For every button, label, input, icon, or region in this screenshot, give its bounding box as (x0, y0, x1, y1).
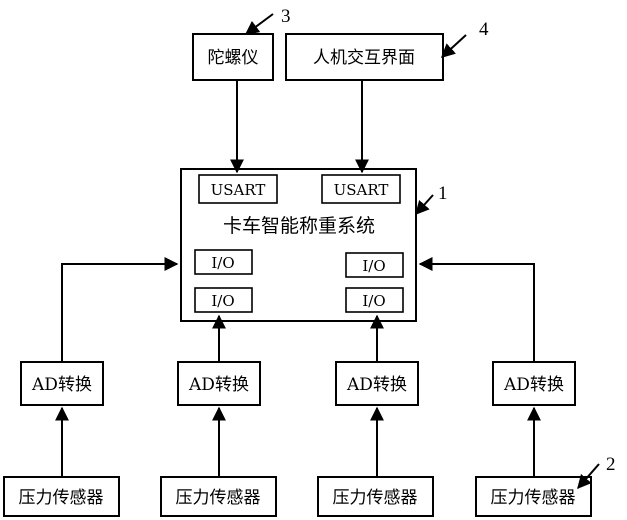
ad1-to-io-arrow (62, 264, 177, 362)
ad-converter-label: AD转换 (188, 375, 249, 395)
pressure-sensor-2: 压力传感器 (161, 477, 276, 516)
ad4-to-io-arrow (420, 264, 534, 362)
ad-converter-4: AD转换 (493, 362, 575, 405)
hmi-node: 人机交互界面 (286, 34, 443, 80)
io-top-right-label: I/O (362, 257, 385, 275)
system-title: 卡车智能称重系统 (223, 215, 375, 237)
io-bottom-left-label: I/O (211, 292, 234, 310)
pressure-sensor-4: 压力传感器 (476, 477, 591, 516)
hmi-label: 人机交互界面 (313, 48, 415, 68)
weighing-system-node: USART USART 卡车智能称重系统 I/O I/O I/O I/O (181, 169, 416, 321)
gyroscope-node: 陀螺仪 (193, 34, 273, 80)
gyroscope-label: 陀螺仪 (208, 48, 259, 68)
ad-converter-3: AD转换 (336, 362, 418, 405)
callout-4: 4 (479, 19, 489, 40)
pressure-sensor-label: 压力传感器 (176, 488, 261, 508)
io-top-left-label: I/O (211, 254, 234, 272)
ad-converter-label: AD转换 (346, 375, 407, 395)
callout-4-arrow (442, 35, 466, 57)
ad-converter-2: AD转换 (178, 362, 260, 405)
ad-converter-label: AD转换 (503, 375, 564, 395)
usart-right-label: USART (334, 181, 389, 199)
pressure-sensor-label: 压力传感器 (19, 488, 104, 508)
callout-1: 1 (438, 183, 448, 204)
io-bottom-right-label: I/O (362, 292, 385, 310)
usart-left-label: USART (211, 181, 266, 199)
pressure-sensor-1: 压力传感器 (4, 477, 119, 516)
callout-3: 3 (281, 6, 291, 27)
pressure-sensor-3: 压力传感器 (318, 477, 433, 516)
callout-2: 2 (606, 454, 616, 475)
pressure-sensor-label: 压力传感器 (491, 488, 576, 508)
callout-1-arrow (416, 195, 433, 214)
callout-3-arrow (246, 14, 273, 34)
pressure-sensor-label: 压力传感器 (333, 488, 418, 508)
ad-converter-label: AD转换 (31, 375, 92, 395)
ad-converter-1: AD转换 (21, 362, 103, 405)
